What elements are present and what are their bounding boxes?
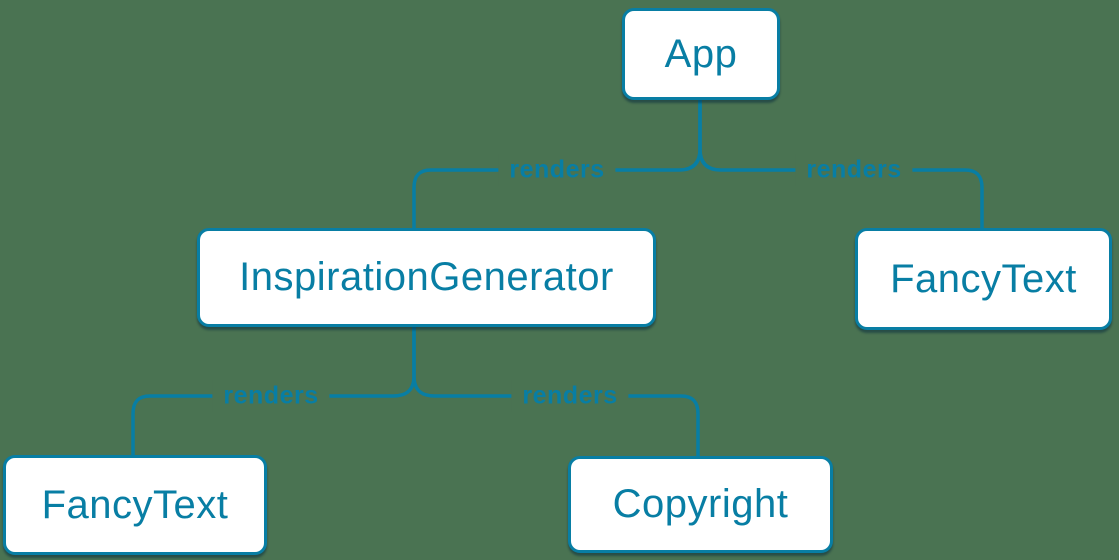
node-fancy-text-right-label: FancyText <box>890 256 1077 301</box>
edge-label-renders-inspirationgenerator-copyright: renders <box>511 379 629 413</box>
node-inspiration-generator: InspirationGenerator <box>197 228 656 327</box>
node-app: App <box>622 8 780 100</box>
node-app-label: App <box>664 31 738 76</box>
edge-label-renders-inspirationgenerator-fancytext: renders <box>212 379 330 413</box>
node-fancy-text-left: FancyText <box>3 455 267 555</box>
node-fancy-text-right: FancyText <box>855 228 1112 330</box>
edge-label-renders-app-fancytext: renders <box>795 153 913 187</box>
edge-label-renders-app-inspirationgenerator: renders <box>498 153 616 187</box>
node-fancy-text-left-label: FancyText <box>41 482 229 527</box>
node-copyright-label: Copyright <box>612 482 789 526</box>
node-inspiration-generator-label: InspirationGenerator <box>239 255 614 299</box>
node-copyright: Copyright <box>568 456 833 553</box>
